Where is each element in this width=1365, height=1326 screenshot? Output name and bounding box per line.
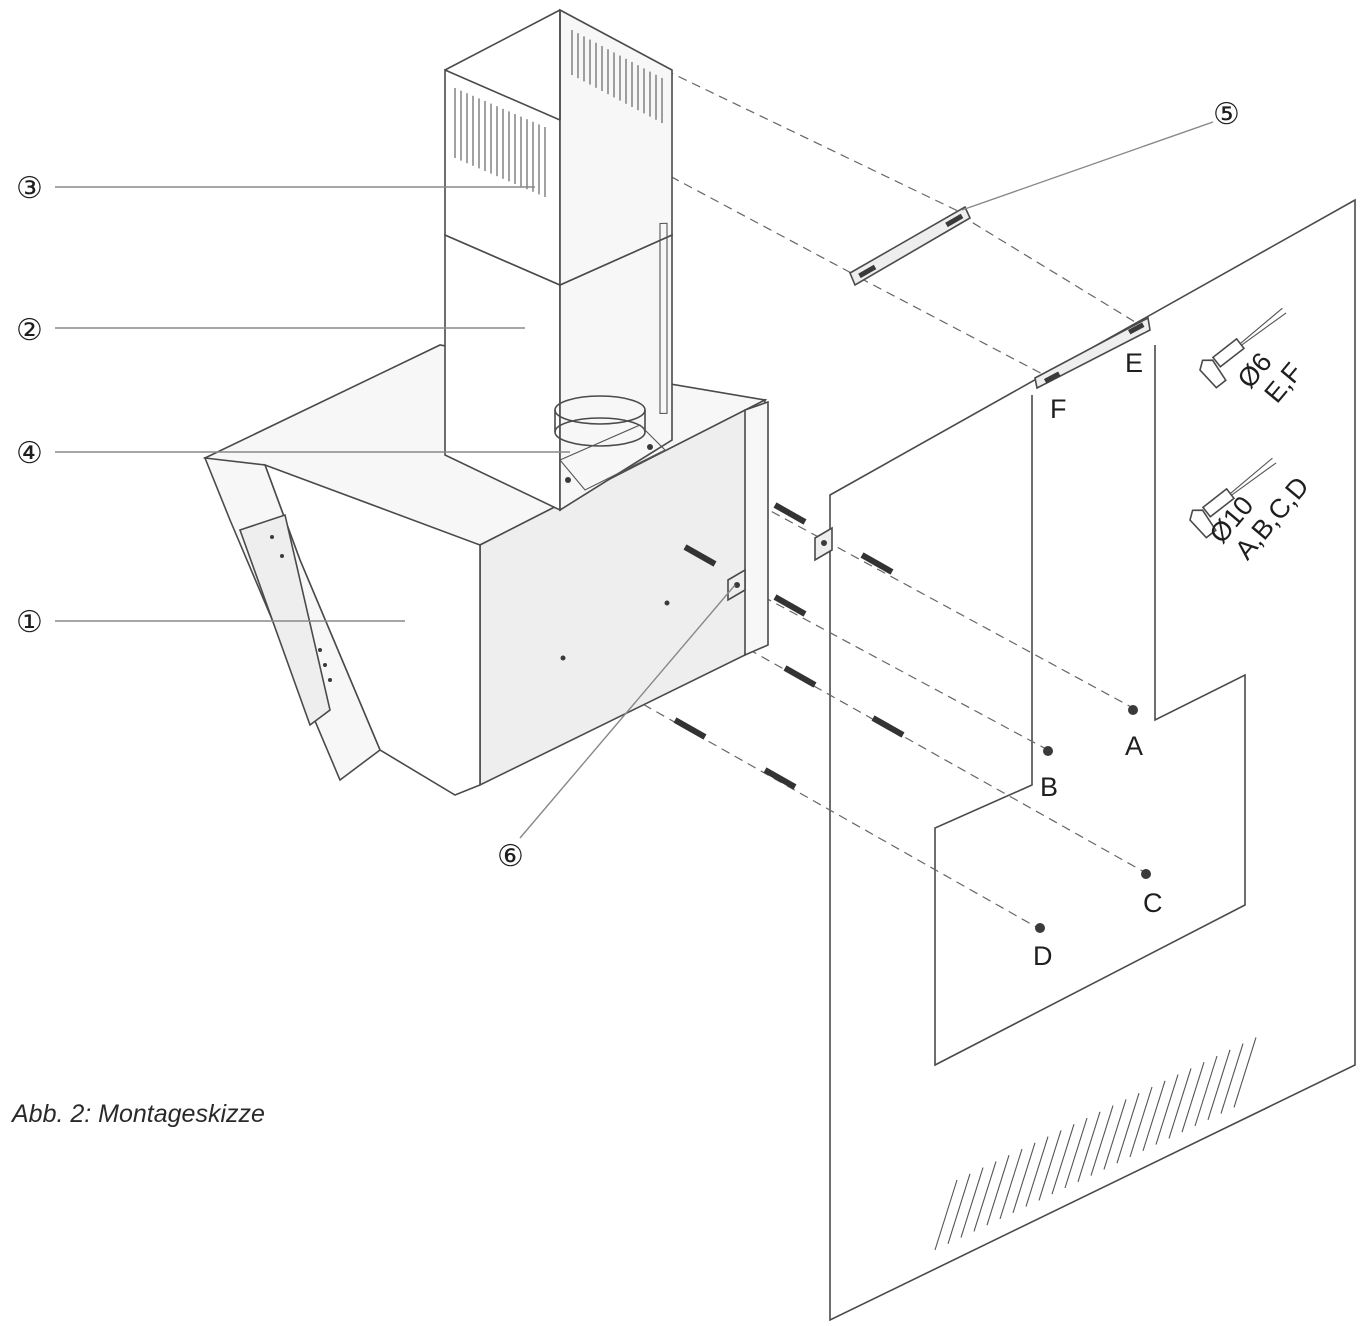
drawing-stroke: [999, 1148, 1023, 1220]
drill-bit-icon: [1189, 457, 1277, 539]
drawing-stroke: [934, 1179, 958, 1251]
drawing-stroke: [1077, 1111, 1101, 1182]
drawing-stroke: [1051, 1124, 1075, 1195]
part-label-3: ③: [16, 171, 43, 206]
hole-label-f: F: [1050, 394, 1067, 424]
drawing-stroke: [1129, 1086, 1153, 1158]
drawing-stroke: [1025, 1136, 1049, 1207]
drawing-stroke: [1103, 1099, 1127, 1170]
wall-bracket: [1034, 316, 1151, 390]
drawing-stroke: [1168, 1068, 1192, 1139]
drawing-stroke: [1233, 1037, 1257, 1108]
wall-holes: [1035, 705, 1151, 933]
vent-slats: [454, 30, 663, 197]
drill-bit-icon: [1199, 307, 1287, 389]
mounting-hooks: [727, 526, 833, 602]
part-label-1: ①: [16, 605, 43, 640]
screw-icon: [783, 665, 817, 688]
hole-label-c: C: [1143, 888, 1163, 918]
drawing-stroke: [1090, 1105, 1114, 1176]
screw-icon: [673, 717, 707, 740]
hole-label-d: D: [1033, 941, 1053, 971]
control-buttons: [270, 535, 332, 682]
leader-lines: [55, 121, 1214, 839]
screws-and-dowels: [673, 502, 905, 790]
screw-icon: [871, 715, 905, 738]
drawing-stroke: [1012, 1142, 1036, 1213]
hole-a: [1128, 705, 1138, 715]
part-label-6: ⑥: [497, 839, 524, 874]
screw-icon: [683, 544, 717, 567]
drawing-stroke: [1220, 1043, 1244, 1114]
screw-icon: [773, 594, 807, 617]
screw-icon: [860, 552, 894, 575]
drawing-stroke: [960, 1167, 984, 1238]
drawing-stroke: [947, 1173, 971, 1244]
drawing-stroke: [973, 1161, 997, 1232]
drawing-stroke: [1155, 1074, 1179, 1145]
drawing-stroke: [1142, 1080, 1166, 1151]
drawing-stroke: [1116, 1093, 1140, 1164]
hatch-area: [934, 1037, 1257, 1251]
drawing-stroke: [1064, 1117, 1088, 1189]
drawing-stroke: [1038, 1130, 1062, 1201]
screw-icon: [763, 767, 797, 790]
drawing-stroke: [986, 1155, 1010, 1226]
hole-c: [1141, 869, 1151, 879]
chimney-bracket: [848, 205, 972, 287]
drawing-stroke: [1207, 1049, 1231, 1120]
part-label-2: ②: [16, 313, 43, 348]
hole-label-b: B: [1040, 772, 1058, 802]
part-label-5: ⑤: [1213, 97, 1240, 132]
hole-d: [1035, 923, 1045, 933]
hole-b: [1043, 746, 1053, 756]
motor-collar: [554, 395, 666, 491]
figure-caption: Abb. 2: Montageskizze: [12, 1100, 265, 1128]
wall: [829, 198, 1356, 1322]
part-label-4: ④: [16, 436, 43, 471]
drawing-stroke: [1194, 1055, 1218, 1127]
drawing-stroke: [1181, 1062, 1205, 1133]
screw-icon: [773, 502, 807, 525]
hole-label-e: E: [1125, 348, 1143, 378]
hole-label-a: A: [1125, 731, 1143, 761]
